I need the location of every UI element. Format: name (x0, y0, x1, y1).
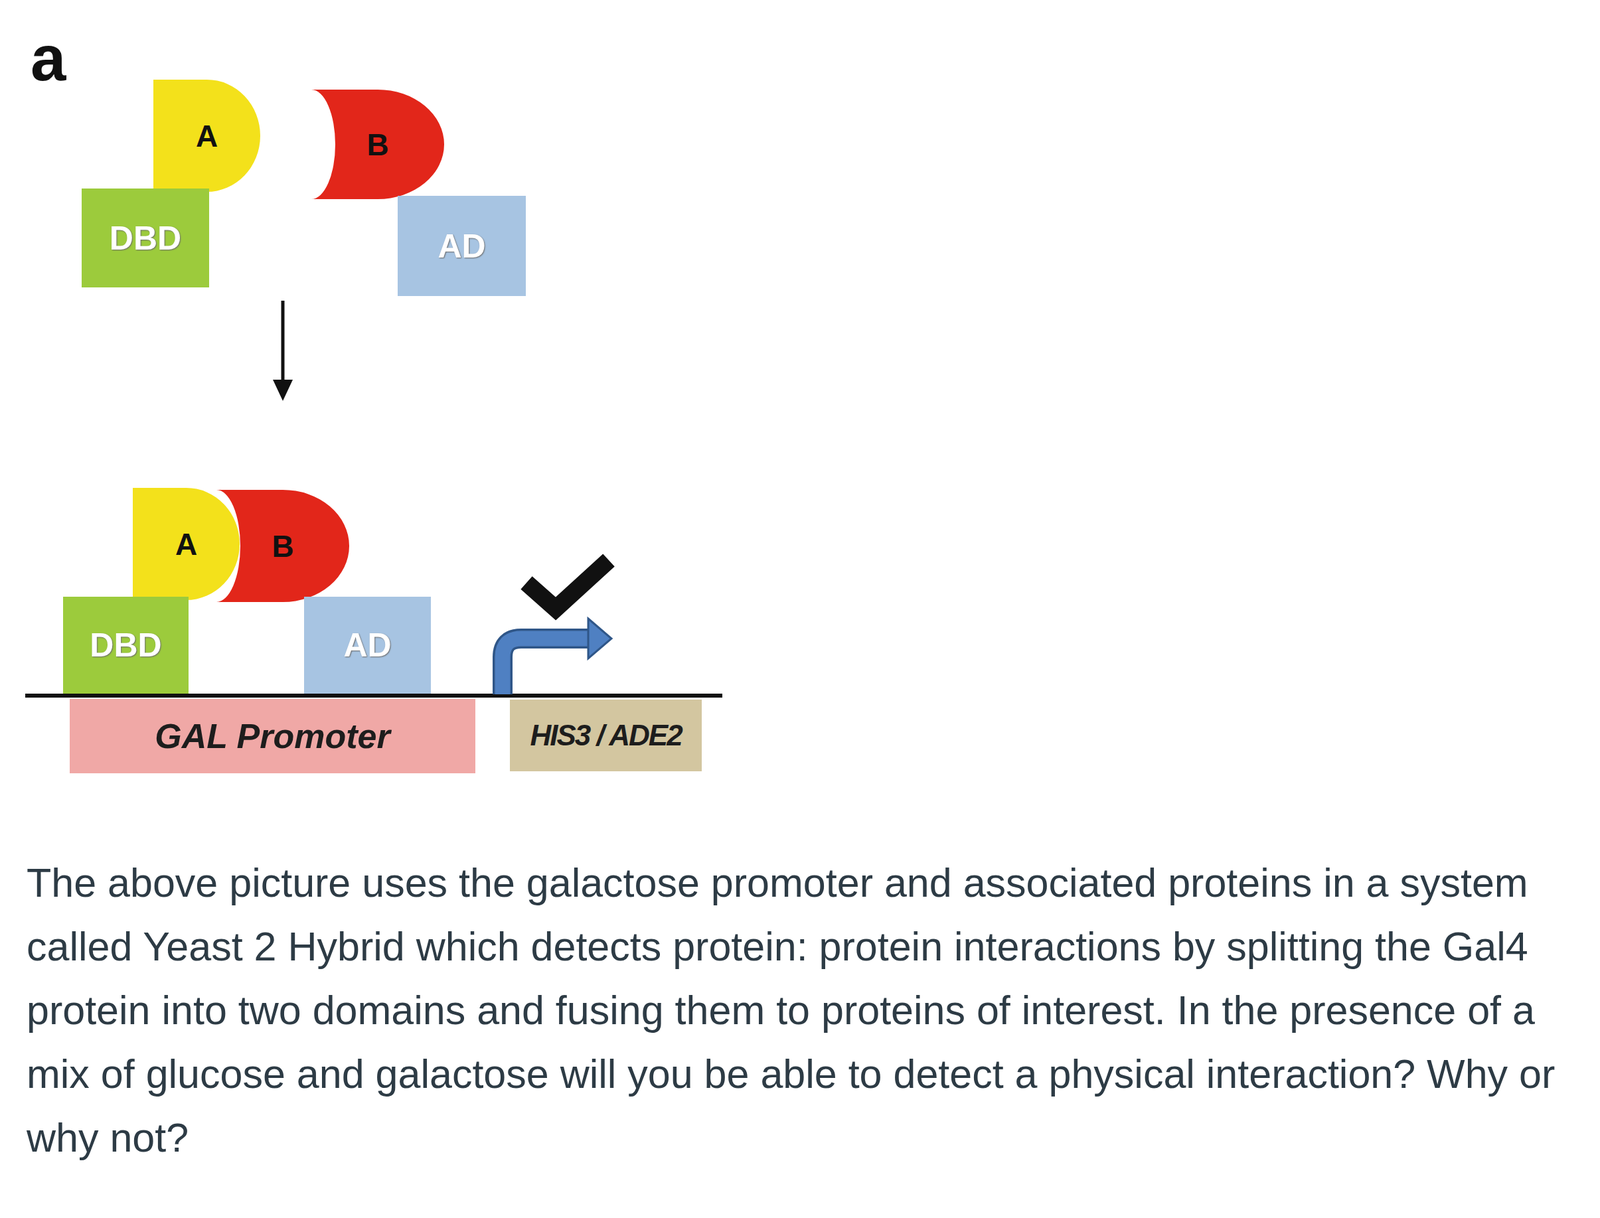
promoter-box: GAL Promoter (69, 699, 476, 774)
protein-shape: A (132, 487, 240, 601)
transcription-arrow (502, 638, 593, 695)
transition-arrow-shaft (281, 300, 285, 386)
domain-box: AD (304, 596, 431, 694)
node-text: DBD (109, 219, 182, 258)
protein-fill (153, 79, 261, 192)
dna-line (25, 693, 723, 698)
transition-arrow-head (272, 379, 293, 401)
transcription-arrow-outline (502, 638, 593, 695)
panel-letter: a (30, 26, 66, 91)
node-text: HIS3 / ADE2 (529, 719, 682, 753)
domain-box: DBD (63, 596, 189, 694)
protein-fill (311, 89, 445, 200)
node-text: A (195, 118, 218, 155)
node-text: A (175, 526, 198, 563)
node-text: GAL Promoter (154, 716, 390, 757)
node-text: B (366, 126, 389, 163)
protein-shape: A (153, 79, 261, 192)
node-text: DBD (89, 626, 162, 665)
protein-fill (132, 487, 240, 601)
transcription-arrow-head (588, 618, 612, 659)
protein-shape: B (311, 89, 445, 200)
protein-fill (216, 489, 350, 603)
domain-box: AD (397, 195, 526, 297)
checkmark (526, 560, 609, 609)
gene-box: HIS3 / ADE2 (509, 699, 702, 772)
node-text: AD (343, 626, 392, 665)
protein-shape: B (216, 489, 350, 603)
node-text: AD (437, 227, 486, 266)
domain-box: DBD (81, 188, 210, 288)
node-text: B (271, 528, 294, 565)
question-text: The above picture uses the galactose pro… (26, 851, 1600, 1170)
